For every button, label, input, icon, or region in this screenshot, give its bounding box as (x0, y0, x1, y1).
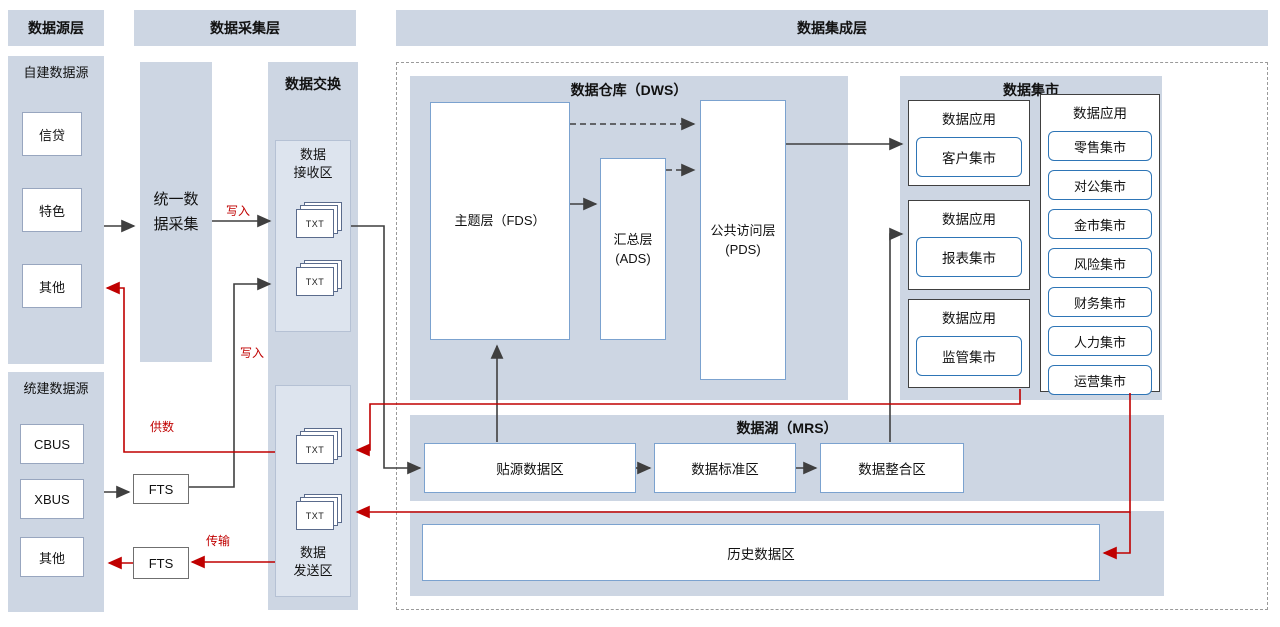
pds-box: 公共访问层 (PDS) (700, 100, 786, 380)
source-box-cbus: CBUS (20, 424, 84, 464)
edge-label-supply: 供数 (150, 420, 175, 434)
txt-file-icon: TXT (296, 494, 342, 530)
mart-box-report: 报表集市 (916, 237, 1022, 277)
fds-box: 主题层（FDS） (430, 102, 570, 340)
header-source-layer: 数据源层 (8, 10, 104, 46)
header-collection-layer: 数据采集层 (134, 10, 356, 46)
mart-box-goldmkt: 金市集市 (1048, 209, 1152, 239)
unified-data-collection-box: 统一数据采集 (140, 62, 212, 362)
mrs-title: 数据湖（MRS） (736, 420, 838, 436)
data-app-group-list: 数据应用 零售集市 对公集市 金市集市 风险集市 财务集市 人力集市 运营集市 (1040, 94, 1160, 395)
mrs-box-source: 贴源数据区 (424, 443, 636, 493)
data-app-group-report: 数据应用 报表集市 (908, 200, 1030, 290)
mart-box-regulatory: 监管集市 (916, 336, 1022, 376)
mart-box-finance: 财务集市 (1048, 287, 1152, 317)
data-app-group-regulatory: 数据应用 监管集市 (908, 299, 1030, 388)
edge-label-write-in-2: 写入 (240, 346, 265, 360)
data-app-label: 数据应用 (942, 112, 996, 127)
data-send-area (275, 385, 351, 597)
mart-box-retail: 零售集市 (1048, 131, 1152, 161)
data-send-label: 数据 发送区 (293, 545, 333, 578)
data-receive-label: 数据 接收区 (293, 147, 333, 180)
data-app-label: 数据应用 (942, 212, 996, 227)
txt-file-label: TXT (296, 501, 334, 530)
dws-title: 数据仓库（DWS） (570, 82, 688, 98)
data-exchange-title: 数据交换 (285, 76, 341, 92)
mart-box-risk: 风险集市 (1048, 248, 1152, 278)
fts-box-1: FTS (133, 474, 189, 504)
fts-box-2: FTS (133, 547, 189, 579)
source-box-featured: 特色 (22, 188, 82, 232)
source-box-other-unified: 其他 (20, 537, 84, 577)
data-app-label: 数据应用 (1073, 106, 1127, 121)
source-box-credit: 信贷 (22, 112, 82, 156)
txt-file-icon: TXT (296, 202, 342, 238)
txt-file-label: TXT (296, 209, 334, 238)
data-app-label: 数据应用 (942, 311, 996, 326)
history-data-box: 历史数据区 (422, 524, 1100, 581)
mart-box-corporate: 对公集市 (1048, 170, 1152, 200)
unified-sources-title: 统建数据源 (23, 380, 89, 396)
txt-file-icon: TXT (296, 260, 342, 296)
source-box-other-self: 其他 (22, 264, 82, 308)
txt-file-label: TXT (296, 435, 334, 464)
mart-box-operation: 运营集市 (1048, 365, 1152, 395)
mrs-box-integrate: 数据整合区 (820, 443, 964, 493)
edge-label-write-in-1: 写入 (226, 204, 251, 218)
mrs-box-standard: 数据标准区 (654, 443, 796, 493)
edge-label-transfer: 传输 (206, 534, 231, 548)
data-app-group-customer: 数据应用 客户集市 (908, 100, 1030, 186)
mart-box-customer: 客户集市 (916, 137, 1022, 177)
self-built-sources-title: 自建数据源 (23, 64, 89, 80)
txt-file-icon: TXT (296, 428, 342, 464)
ads-box: 汇总层 (ADS) (600, 158, 666, 340)
mart-box-hr: 人力集市 (1048, 326, 1152, 356)
txt-file-label: TXT (296, 267, 334, 296)
source-box-xbus: XBUS (20, 479, 84, 519)
data-receive-area (275, 140, 351, 332)
header-integration-layer: 数据集成层 (396, 10, 1268, 46)
